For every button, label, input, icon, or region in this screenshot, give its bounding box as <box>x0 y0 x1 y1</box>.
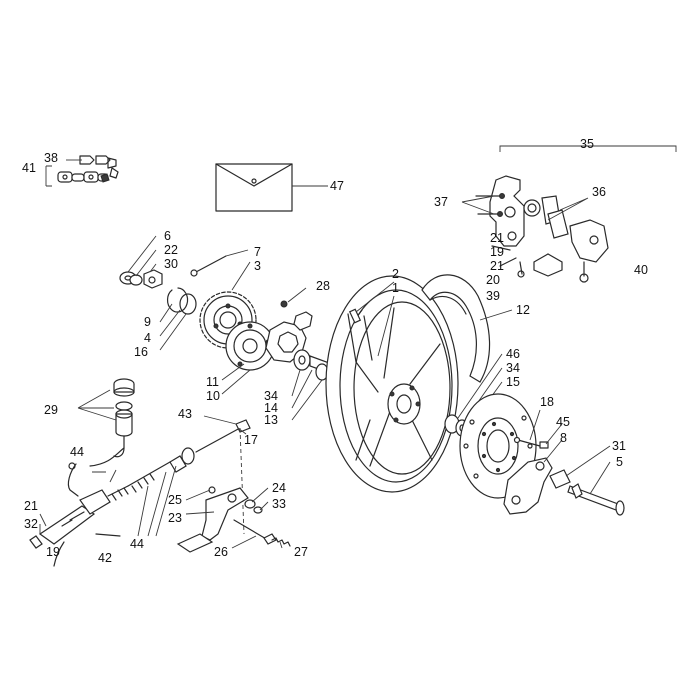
callout-17: 17 <box>244 433 258 447</box>
callout-23: 23 <box>168 511 182 525</box>
callout-27: 27 <box>294 545 308 559</box>
brake-push-rod <box>127 415 251 537</box>
document-envelope <box>215 163 328 212</box>
callout-41: 41 <box>22 161 36 175</box>
callout-12: 12 <box>516 303 530 317</box>
callout-6: 6 <box>164 229 171 243</box>
callout-47: 47 <box>330 179 344 193</box>
cush-drive-damper <box>265 287 313 363</box>
disc-bolt <box>513 409 541 447</box>
callout-40: 40 <box>634 263 648 277</box>
callout-20: 20 <box>486 273 500 287</box>
callout-36: 36 <box>592 185 606 199</box>
callout-2: 2 <box>392 267 399 281</box>
callout-29: 29 <box>44 403 58 417</box>
brake-caliper-assembly <box>461 175 609 283</box>
callout-15: 15 <box>506 375 520 389</box>
callout-26: 26 <box>214 545 228 559</box>
callout-9: 9 <box>144 315 151 329</box>
rear-wheel-rim <box>325 275 459 493</box>
callout-16: 16 <box>134 345 148 359</box>
brake-fluid-reservoir <box>77 378 135 458</box>
callout-21-c: 21 <box>490 259 504 273</box>
circlip-set <box>159 287 197 351</box>
callout-31: 31 <box>612 439 626 453</box>
kit-bracket <box>499 145 677 152</box>
callout-39: 39 <box>486 289 500 303</box>
callout-5: 5 <box>616 455 623 469</box>
sprocket-carrier <box>221 321 275 395</box>
callout-7: 7 <box>254 245 261 259</box>
callout-25: 25 <box>168 493 182 507</box>
callout-4: 4 <box>144 331 151 345</box>
rear-brake-pedal <box>176 486 291 553</box>
sprocket-hardware <box>119 235 163 289</box>
callout-19-b: 19 <box>490 245 504 259</box>
callout-34-a: 34 <box>264 389 278 403</box>
callout-42: 42 <box>98 551 112 565</box>
callout-22: 22 <box>164 243 178 257</box>
callout-24: 24 <box>272 481 286 495</box>
callout-45: 45 <box>556 415 570 429</box>
callout-46: 46 <box>506 347 520 361</box>
callout-33: 33 <box>272 497 286 511</box>
chain-links <box>45 155 119 187</box>
callout-30: 30 <box>164 257 178 271</box>
callout-10: 10 <box>206 389 220 403</box>
callout-21-a: 21 <box>24 499 38 513</box>
callout-19-a: 19 <box>46 545 60 559</box>
callout-37: 37 <box>434 195 448 209</box>
callout-21-b: 21 <box>490 231 504 245</box>
callout-28: 28 <box>316 279 330 293</box>
rear-mudguard <box>421 274 513 383</box>
sprocket-bolt <box>190 249 249 277</box>
callout-34-b: 34 <box>506 361 520 375</box>
callout-44-b: 44 <box>130 537 144 551</box>
callout-1: 1 <box>392 281 399 295</box>
callout-44-a: 44 <box>70 445 84 459</box>
callout-8: 8 <box>560 431 567 445</box>
callout-labels: 2 1 7 3 6 22 30 9 4 16 28 12 11 10 34 14… <box>22 137 648 565</box>
pedal-pivot-centerline <box>237 427 247 535</box>
caliper-bracket <box>503 423 563 515</box>
callout-13: 13 <box>264 413 278 427</box>
callout-43: 43 <box>178 407 192 421</box>
callout-32: 32 <box>24 517 38 531</box>
callout-35: 35 <box>580 137 594 151</box>
callout-18: 18 <box>540 395 554 409</box>
callout-11: 11 <box>206 375 219 389</box>
rear-master-cylinder <box>29 447 129 567</box>
rear-axle <box>549 445 625 516</box>
callout-38: 38 <box>44 151 58 165</box>
callout-3: 3 <box>254 259 261 273</box>
callout-14: 14 <box>264 401 278 415</box>
